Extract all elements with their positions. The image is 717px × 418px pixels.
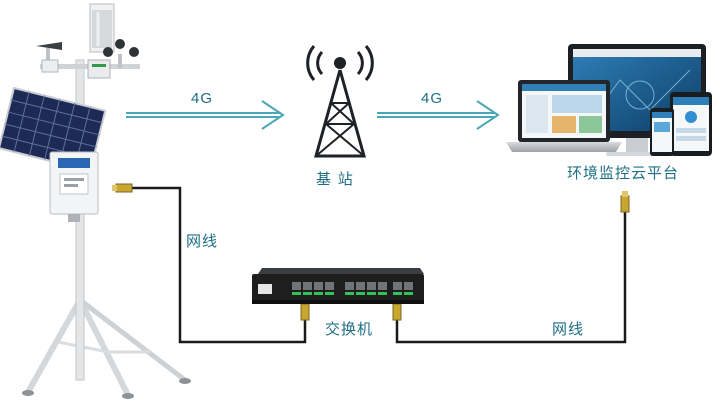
- cable-label-right: 网线: [552, 320, 585, 338]
- platform-label: 环境监控云平台: [567, 164, 680, 182]
- link-label-right: 4G: [421, 90, 444, 107]
- cable-label-left: 网线: [186, 232, 219, 250]
- base-station-label: 基 站: [316, 170, 354, 188]
- weather-station-icon: [0, 3, 191, 399]
- link-label-left: 4G: [191, 90, 214, 107]
- devices-icon: [506, 44, 712, 156]
- arrow-4g-left: [126, 100, 285, 130]
- switch-label: 交换机: [325, 320, 374, 338]
- base-station-tower-icon: [306, 45, 374, 158]
- arrow-4g-right: [377, 100, 500, 130]
- ethernet-cable-right: [392, 191, 630, 344]
- network-switch-icon: [252, 268, 424, 304]
- ethernet-cable-left: [112, 183, 310, 344]
